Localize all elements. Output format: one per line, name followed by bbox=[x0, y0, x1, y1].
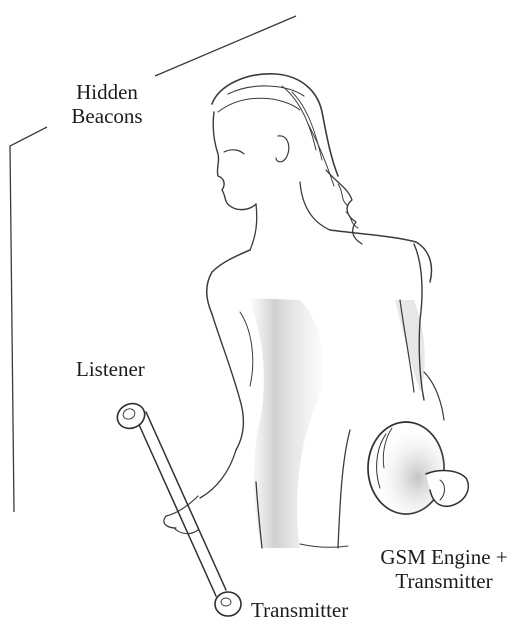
gsm-line1: GSM Engine + bbox=[360, 545, 528, 569]
listener-wand bbox=[113, 399, 241, 616]
gsm-line2: Transmitter bbox=[360, 569, 528, 593]
gsm-engine-transmitter-label: GSM Engine + Transmitter bbox=[360, 545, 528, 593]
transmitter-label: Transmitter bbox=[251, 598, 348, 622]
hidden-beacons-label: Hidden Beacons bbox=[52, 80, 162, 128]
hidden-beacons-line2: Beacons bbox=[52, 104, 162, 128]
gsm-engine-ball bbox=[368, 422, 468, 514]
listener-label: Listener bbox=[76, 357, 145, 381]
hidden-beacons-line1: Hidden bbox=[52, 80, 162, 104]
